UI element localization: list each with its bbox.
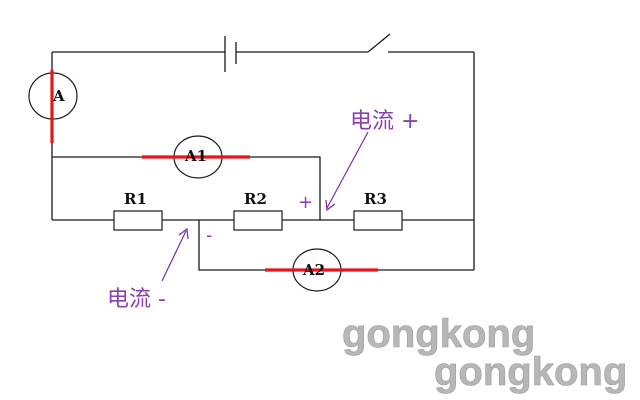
minus-sign: -	[206, 225, 213, 246]
resistor-r3-label: R3	[364, 190, 387, 208]
a2-branch-wire	[198, 220, 474, 271]
wires	[51, 51, 475, 271]
current-plus-arrow-head	[325, 199, 336, 212]
resistor-r2	[233, 210, 283, 231]
ammeter-a1: A1	[142, 135, 250, 179]
ammeter-a2-label: A2	[302, 261, 325, 279]
ammeter-main-label: A	[52, 87, 65, 105]
current-plus-arrow-line	[326, 131, 369, 209]
watermark-line-2: gongkong	[434, 350, 627, 394]
resistor-r3	[353, 210, 403, 231]
current-minus-note: 电流 -	[107, 287, 166, 312]
current-minus-arrow-line	[161, 230, 187, 282]
annotation-minus: 电流 - -	[107, 225, 213, 312]
ammeter-a1-label: A1	[184, 147, 207, 165]
annotation-plus: 电流 + +	[298, 109, 419, 213]
a1-branch-wire	[52, 156, 321, 220]
ammeter-main: A	[28, 70, 78, 143]
resistor-r1-label: R1	[124, 190, 147, 208]
current-plus-note: 电流 +	[350, 109, 419, 134]
watermark-line-1: gongkong	[342, 312, 535, 356]
resistor-r2-label: R2	[244, 190, 267, 208]
ammeter-a2: A2	[265, 248, 378, 292]
plus-sign: +	[298, 192, 313, 213]
current-minus-arrow-head	[178, 227, 189, 240]
resistor-r1	[113, 210, 163, 231]
switch-symbol	[367, 33, 391, 53]
battery-symbol	[224, 36, 237, 72]
